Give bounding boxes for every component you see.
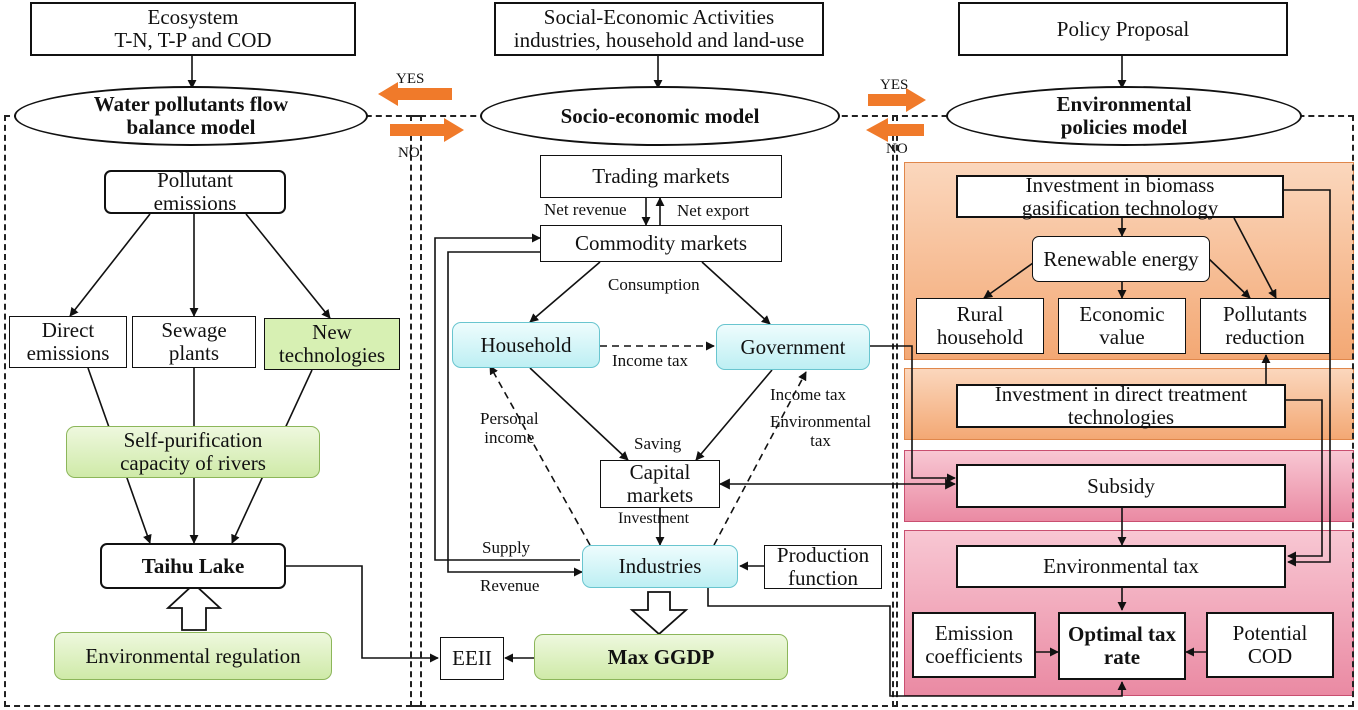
consumption-label: Consumption <box>608 275 700 294</box>
optimal-tax-rate-box: Optimal tax rate <box>1058 612 1186 680</box>
emission-coefficients-box: Emission coefficients <box>912 612 1036 678</box>
environmental-tax-box: Environmental tax <box>956 545 1286 588</box>
investment-label: Investment <box>618 510 690 527</box>
no-label-right: NO <box>886 141 908 157</box>
no-label-left: NO <box>398 145 420 161</box>
renewable-energy-box: Renewable energy <box>1032 236 1210 282</box>
environmental-tax-label: Environmental tax <box>770 412 872 450</box>
socio-economic-model: Socio-economic model <box>480 86 840 146</box>
policy-proposal-header: Policy Proposal <box>958 2 1288 56</box>
new-technologies-box: New technologies <box>264 318 400 370</box>
direct-emissions-box: Direct emissions <box>9 316 127 368</box>
government-box: Government <box>716 324 870 370</box>
potential-cod-box: Potential COD <box>1206 612 1334 678</box>
net-revenue-label: Net revenue <box>544 200 627 219</box>
capital-markets-box: Capital markets <box>600 460 720 508</box>
economic-value-box: Economic value <box>1058 298 1186 354</box>
supply-label: Supply <box>482 538 531 557</box>
revenue-label: Revenue <box>480 576 540 595</box>
yes-label-right: YES <box>880 77 909 93</box>
rural-household-box: Rural household <box>916 298 1044 354</box>
income-tax-right-label: Income tax <box>770 385 846 404</box>
income-tax-label: Income tax <box>612 351 688 370</box>
self-purification-box: Self-purification capacity of rivers <box>66 426 320 478</box>
environmental-policies-model: Environmental policies model <box>946 86 1302 146</box>
biomass-investment-box: Investment in biomass gasification techn… <box>956 173 1284 219</box>
net-export-label: Net export <box>677 201 750 220</box>
production-function-box: Production function <box>764 544 882 589</box>
environmental-regulation-box: Environmental regulation <box>54 632 332 680</box>
ecosystem-header: Ecosystem T-N, T-P and COD <box>30 2 356 56</box>
saving-label: Saving <box>634 434 682 453</box>
water-pollutants-model: Water pollutants flow balance model <box>14 86 368 146</box>
personal-income-label: Personal income <box>480 409 539 447</box>
household-box: Household <box>452 322 600 368</box>
taihu-lake-box: Taihu Lake <box>100 543 286 589</box>
subsidy-box: Subsidy <box>956 464 1286 508</box>
trading-markets-box: Trading markets <box>540 155 782 198</box>
sewage-plants-box: Sewage plants <box>132 316 256 368</box>
yes-label-left: YES <box>396 71 425 87</box>
pollutants-reduction-box: Pollutants reduction <box>1200 298 1330 354</box>
industries-box: Industries <box>582 545 738 588</box>
eeii-box: EEII <box>440 637 504 680</box>
social-economic-header: Social-Economic Activities industries, h… <box>494 2 824 56</box>
max-ggdp-box: Max GGDP <box>534 634 788 680</box>
direct-treatment-box: Investment in direct treatment technolog… <box>956 383 1286 428</box>
pollutant-emissions-box: Pollutant emissions <box>104 169 286 214</box>
commodity-markets-box: Commodity markets <box>540 225 782 262</box>
